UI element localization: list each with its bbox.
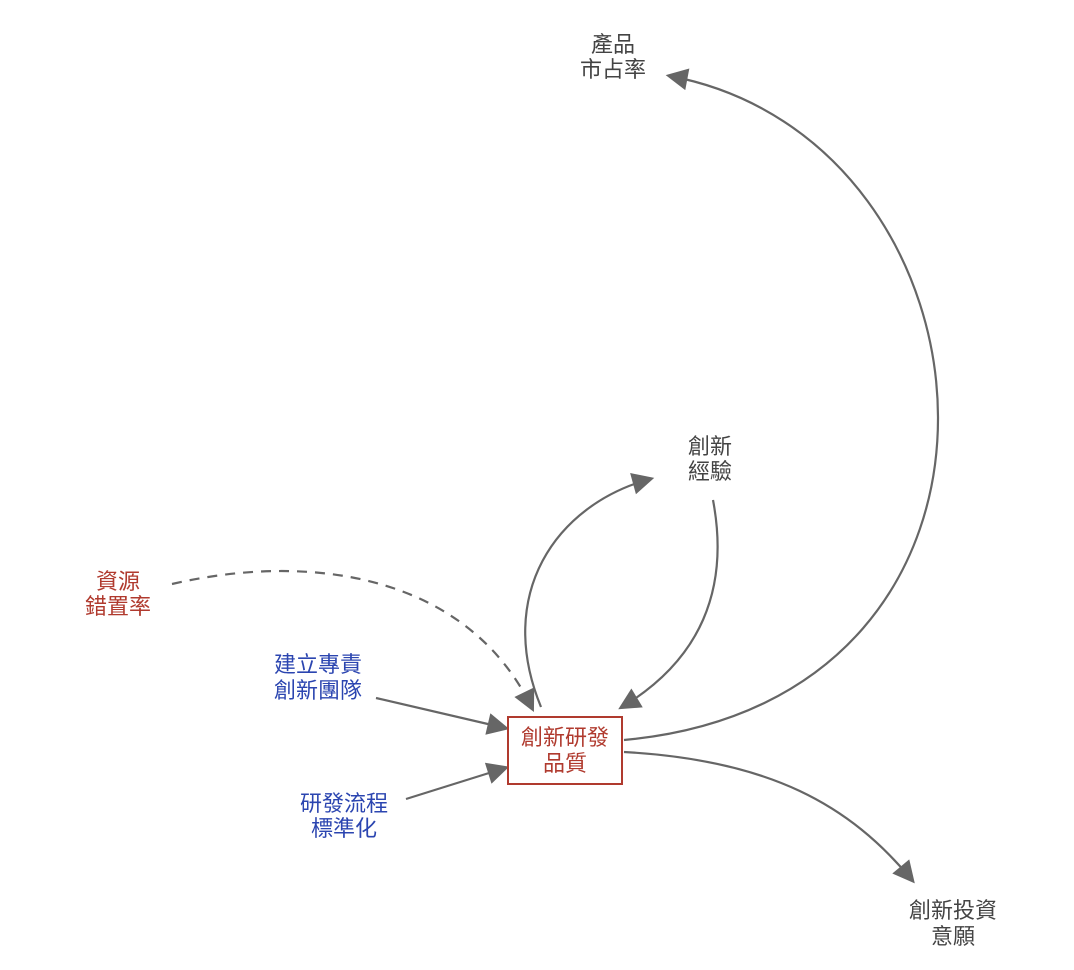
edges [171, 68, 939, 884]
edge-quality-to-experience [524, 473, 655, 708]
node-standardization-line2: 標準化 [311, 817, 377, 842]
node-innovation-experience: 創新 經驗 [688, 435, 732, 485]
node-market-share-line1: 產品 [591, 33, 635, 58]
edge-misallocation-to-quality [171, 570, 535, 712]
node-standardization-line1: 研發流程 [300, 792, 388, 817]
node-investment-willingness: 創新投資 意願 [909, 899, 997, 950]
svg-text:資源: 資源 [96, 570, 140, 595]
nodes: 產品 市占率 創新 經驗 資源 錯置率 建立專責 [85, 33, 997, 950]
svg-text:標準化: 標準化 [311, 817, 377, 842]
node-rd-quality-line1: 創新研發 [521, 726, 609, 751]
node-innovation-experience-line1: 創新 [688, 435, 732, 460]
edge-quality-to-investment [623, 750, 915, 884]
svg-text:經驗: 經驗 [688, 460, 732, 485]
svg-text:意願: 意願 [931, 925, 975, 950]
node-standardization: 研發流程 標準化 [300, 792, 388, 842]
svg-text:建立專責: 建立專責 [274, 653, 362, 678]
svg-text:錯置率: 錯置率 [85, 595, 151, 620]
node-resource-misallocation-line2: 錯置率 [85, 595, 151, 620]
svg-text:創新研發: 創新研發 [521, 726, 609, 751]
edge-quality-to-market-share [623, 68, 939, 742]
node-innovation-experience-line2: 經驗 [688, 460, 732, 485]
focus-box [507, 716, 623, 785]
svg-text:品質: 品質 [543, 752, 587, 777]
node-resource-misallocation-line1: 資源 [96, 570, 140, 595]
node-dedicated-team-line1: 建立專責 [274, 653, 362, 678]
svg-text:市占率: 市占率 [580, 58, 646, 83]
edge-standardization-to-quality [405, 762, 510, 801]
node-dedicated-team-line2: 創新團隊 [274, 679, 362, 704]
edge-team-to-quality [375, 696, 510, 735]
node-dedicated-team: 建立專責 創新團隊 [274, 653, 362, 704]
node-resource-misallocation: 資源 錯置率 [85, 570, 151, 620]
node-market-share: 產品 市占率 [580, 33, 646, 83]
node-rd-quality: 創新研發 品質 [507, 716, 623, 785]
svg-text:創新投資: 創新投資 [909, 899, 997, 924]
svg-text:創新團隊: 創新團隊 [274, 679, 362, 704]
svg-text:創新: 創新 [688, 435, 732, 460]
node-rd-quality-line2: 品質 [543, 752, 587, 777]
svg-text:產品: 產品 [591, 33, 635, 58]
node-investment-willingness-line1: 創新投資 [909, 899, 997, 924]
svg-text:研發流程: 研發流程 [300, 792, 388, 817]
node-investment-willingness-line2: 意願 [931, 925, 975, 950]
node-market-share-line2: 市占率 [580, 58, 646, 83]
edge-experience-to-quality [618, 499, 719, 710]
